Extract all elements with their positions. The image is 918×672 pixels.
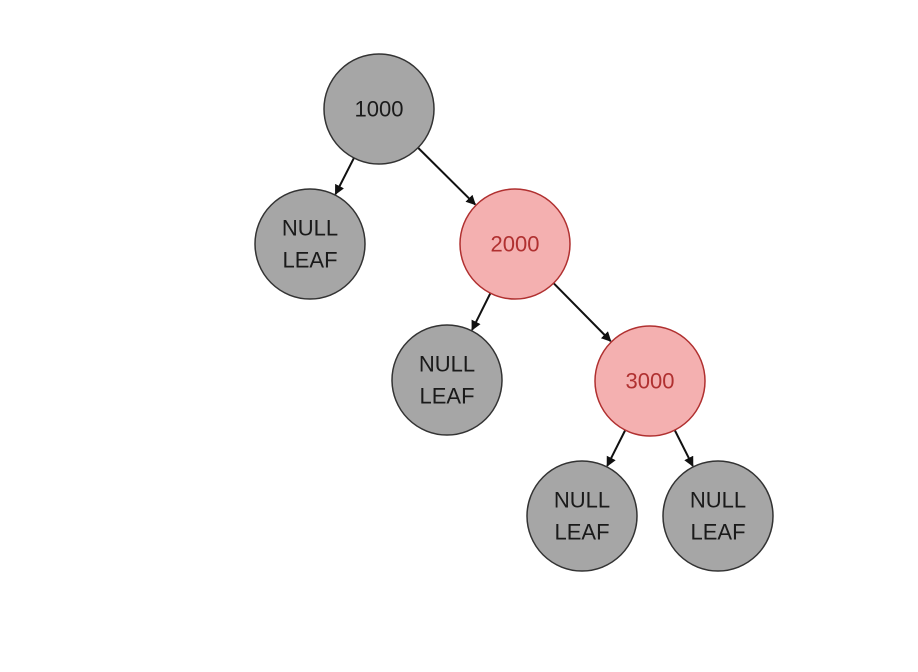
node-circle (662, 460, 774, 572)
node-label: NULL (690, 488, 746, 513)
node-label: LEAF (554, 520, 609, 545)
node-label: LEAF (419, 384, 474, 409)
nil-leaf-node: NULL LEAF (526, 460, 638, 572)
node-label: 2000 (491, 232, 540, 257)
edge-n1000-to-nil1 (334, 157, 355, 196)
node-label: 3000 (626, 369, 675, 394)
node-label: LEAF (282, 248, 337, 273)
tree-node-3000: 3000 (594, 325, 706, 437)
nil-leaf-node: NULL LEAF (662, 460, 774, 572)
edge-n3000-to-nil3 (606, 429, 627, 467)
node-label: 1000 (355, 97, 404, 122)
nil-leaf-node: NULL LEAF (391, 324, 503, 436)
edge-n3000-to-nil4 (673, 429, 694, 467)
nil-leaf-node: NULL LEAF (254, 188, 366, 300)
tree-node-2000: 2000 (459, 188, 571, 300)
node-circle (526, 460, 638, 572)
edges (334, 147, 694, 467)
node-label: LEAF (690, 520, 745, 545)
edge-n2000-to-nil2 (471, 292, 492, 331)
node-circle (323, 53, 435, 165)
nodes: 1000NULLLEAF2000NULLLEAF3000NULLLEAFNULL… (254, 53, 774, 572)
edge-n2000-to-n3000 (552, 282, 612, 342)
node-label: NULL (282, 216, 338, 241)
node-circle (391, 324, 503, 436)
node-label: NULL (419, 352, 475, 377)
tree-node-1000: 1000 (323, 53, 435, 165)
node-circle (594, 325, 706, 437)
node-label: NULL (554, 488, 610, 513)
edge-n1000-to-n2000 (417, 147, 476, 206)
node-circle (459, 188, 571, 300)
node-circle (254, 188, 366, 300)
